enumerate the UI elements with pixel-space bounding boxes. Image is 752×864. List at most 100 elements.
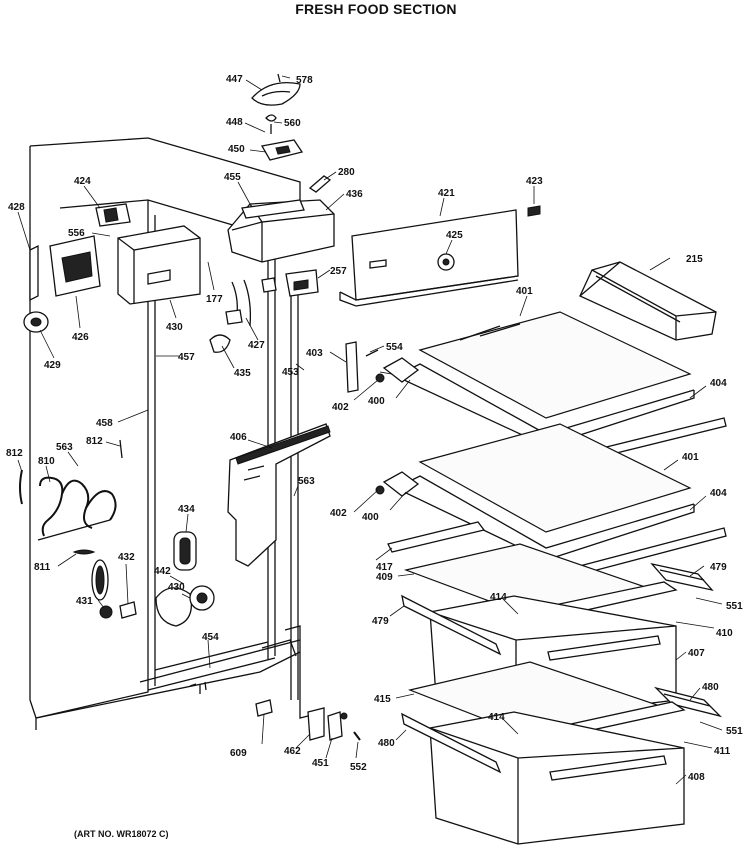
part-425-knob <box>437 253 455 271</box>
callout-409: 409 <box>376 572 393 583</box>
part-609-knob <box>255 699 273 717</box>
part-430-control-housing <box>117 225 201 305</box>
part-400-shelf-bracket-lower <box>375 471 420 497</box>
callout-402-upper: 402 <box>332 402 349 413</box>
callout-177: 177 <box>206 294 223 305</box>
part-810-heater <box>37 476 117 541</box>
part-442-430-fan <box>155 585 215 627</box>
callout-401-upper: 401 <box>516 286 533 297</box>
callout-426: 426 <box>72 332 89 343</box>
callout-563-left: 563 <box>56 442 73 453</box>
callout-812-left: 812 <box>6 448 23 459</box>
callout-400-lower: 400 <box>362 512 379 523</box>
callout-560: 560 <box>284 118 301 129</box>
part-812-wire <box>19 439 123 505</box>
callout-414-lower: 414 <box>488 712 505 723</box>
part-431-knob <box>99 601 137 619</box>
callout-455: 455 <box>224 172 241 183</box>
part-257-connector <box>285 269 319 297</box>
callout-425: 425 <box>446 230 463 241</box>
callout-462: 462 <box>284 746 301 757</box>
callout-552: 552 <box>350 762 367 773</box>
callout-480-right: 480 <box>702 682 719 693</box>
callout-401-lower: 401 <box>682 452 699 463</box>
part-447-cover <box>251 81 301 106</box>
callout-430-fan: 430 <box>168 582 185 593</box>
part-450-socket <box>260 139 304 161</box>
callout-404-upper: 404 <box>710 378 727 389</box>
callout-400-upper: 400 <box>368 396 385 407</box>
callout-578: 578 <box>296 75 313 86</box>
callout-411: 411 <box>714 746 731 757</box>
callout-556: 556 <box>68 228 85 239</box>
callout-458: 458 <box>96 418 113 429</box>
callout-448: 448 <box>226 117 243 128</box>
callout-457: 457 <box>178 352 195 363</box>
drawer-408-lower <box>401 711 685 845</box>
callout-414-upper: 414 <box>490 592 507 603</box>
callout-812-mid: 812 <box>86 436 103 447</box>
part-404-trim-lower <box>571 527 727 577</box>
callout-435: 435 <box>234 368 251 379</box>
art-number: (ART NO. WR18072 C) <box>74 829 169 839</box>
part-480-slide-right <box>653 686 723 718</box>
callout-810: 810 <box>38 456 55 467</box>
callout-479-left: 479 <box>372 616 389 627</box>
callout-406: 406 <box>230 432 247 443</box>
callout-408: 408 <box>688 772 705 783</box>
callout-811: 811 <box>34 562 51 573</box>
callout-labels: 447 578 448 560 450 280 455 436 421 423 … <box>6 74 743 783</box>
callout-215: 215 <box>686 254 703 265</box>
part-421-front-panel <box>339 209 519 307</box>
callout-407: 407 <box>688 648 705 659</box>
part-428-bracket <box>29 244 39 302</box>
part-403-554-hanger <box>345 341 379 393</box>
callout-436: 436 <box>346 189 363 200</box>
callout-453: 453 <box>282 367 299 378</box>
callout-280: 280 <box>338 167 355 178</box>
part-400-shelf-bracket-upper <box>375 357 420 383</box>
callout-432: 432 <box>118 552 135 563</box>
diagram-title: FRESH FOOD SECTION <box>295 1 457 17</box>
callout-563-right: 563 <box>298 476 315 487</box>
callout-451: 451 <box>312 758 329 769</box>
callout-421: 421 <box>438 188 455 199</box>
callout-430: 430 <box>166 322 183 333</box>
part-426-control-knob-housing <box>49 235 101 297</box>
callout-479-right: 479 <box>710 562 727 573</box>
part-423-cap <box>527 205 541 217</box>
part-552-screw <box>353 731 361 741</box>
callout-450: 450 <box>228 144 245 155</box>
callout-423: 423 <box>526 176 543 187</box>
part-448-bulb-clip <box>265 114 277 134</box>
part-455-bracket <box>241 199 305 219</box>
callout-417: 417 <box>376 562 393 573</box>
part-215-bin <box>578 261 717 341</box>
part-435-sensor <box>209 334 231 353</box>
part-406-duct <box>227 423 331 567</box>
part-451-hinge <box>327 711 348 741</box>
part-578-screw <box>277 73 281 83</box>
part-429-knob <box>23 311 49 333</box>
callout-551-upper: 551 <box>726 601 743 612</box>
callout-551-lower: 551 <box>726 726 743 737</box>
callout-402-lower: 402 <box>330 508 347 519</box>
callout-434: 434 <box>178 504 195 515</box>
part-479-slide-right <box>650 562 714 592</box>
part-462-bracket <box>307 707 325 741</box>
callout-447: 447 <box>226 74 243 85</box>
callout-257: 257 <box>330 266 347 277</box>
callout-429: 429 <box>44 360 61 371</box>
callout-427: 427 <box>248 340 265 351</box>
part-432-gasket <box>91 559 109 601</box>
callout-404-lower: 404 <box>710 488 727 499</box>
part-280-clip <box>308 175 332 193</box>
callout-403: 403 <box>306 348 323 359</box>
callout-415: 415 <box>374 694 391 705</box>
part-417-cover-frame <box>387 521 486 553</box>
part-427-wiring <box>225 277 277 327</box>
callout-554: 554 <box>386 342 403 353</box>
part-424-thermostat <box>95 203 131 227</box>
